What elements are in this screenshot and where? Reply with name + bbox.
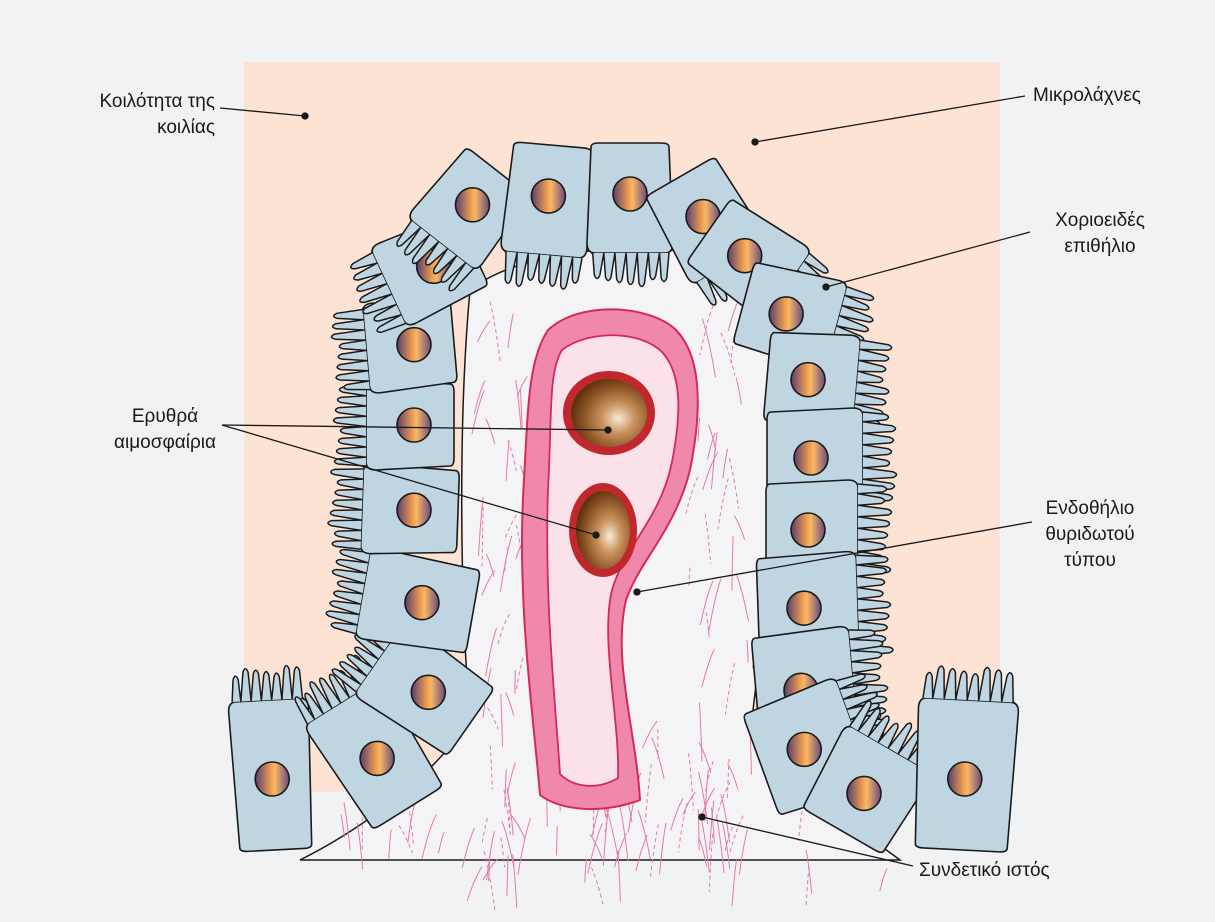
rbc-leader-2-dot <box>593 532 599 538</box>
microvilli-leader-dot <box>752 139 758 145</box>
label-choroid-epithelium: Χοριοειδές επιθήλιο <box>1040 208 1160 260</box>
label-microvilli: Μικρολάχνες <box>1033 83 1141 109</box>
connective-leader-dot <box>699 814 705 820</box>
rbc-leader-1-dot <box>605 427 611 433</box>
label-connective-tissue: Συνδετικό ιστός <box>919 858 1050 884</box>
red-blood-cell-1 <box>563 371 655 455</box>
epithelium-leader-dot <box>823 284 829 290</box>
connective-fiber <box>806 866 809 906</box>
connective-fiber <box>483 859 498 880</box>
connective-fiber <box>585 859 587 882</box>
epithelial-cell <box>327 462 460 556</box>
epithelial-cell <box>911 664 1020 852</box>
label-red-blood-cells: Ερυθρά αιμοσφαίρια <box>105 404 225 456</box>
epithelial-cell <box>226 665 315 852</box>
label-ventricle-cavity: Κοιλότητα της κοιλίας <box>40 89 215 141</box>
connective-fiber <box>591 867 603 904</box>
connective-fiber <box>467 867 482 901</box>
connective-fiber <box>547 797 548 827</box>
connective-fiber <box>732 860 736 906</box>
endothelium-leader-dot <box>634 589 640 595</box>
connective-fiber <box>880 869 887 891</box>
connective-fiber <box>341 815 345 838</box>
connective-fiber <box>507 855 508 896</box>
label-fenestrated-endothelium: Ενδοθήλιο θυριδωτού τύπου <box>1030 496 1150 574</box>
cavity-leader-dot <box>302 113 308 119</box>
